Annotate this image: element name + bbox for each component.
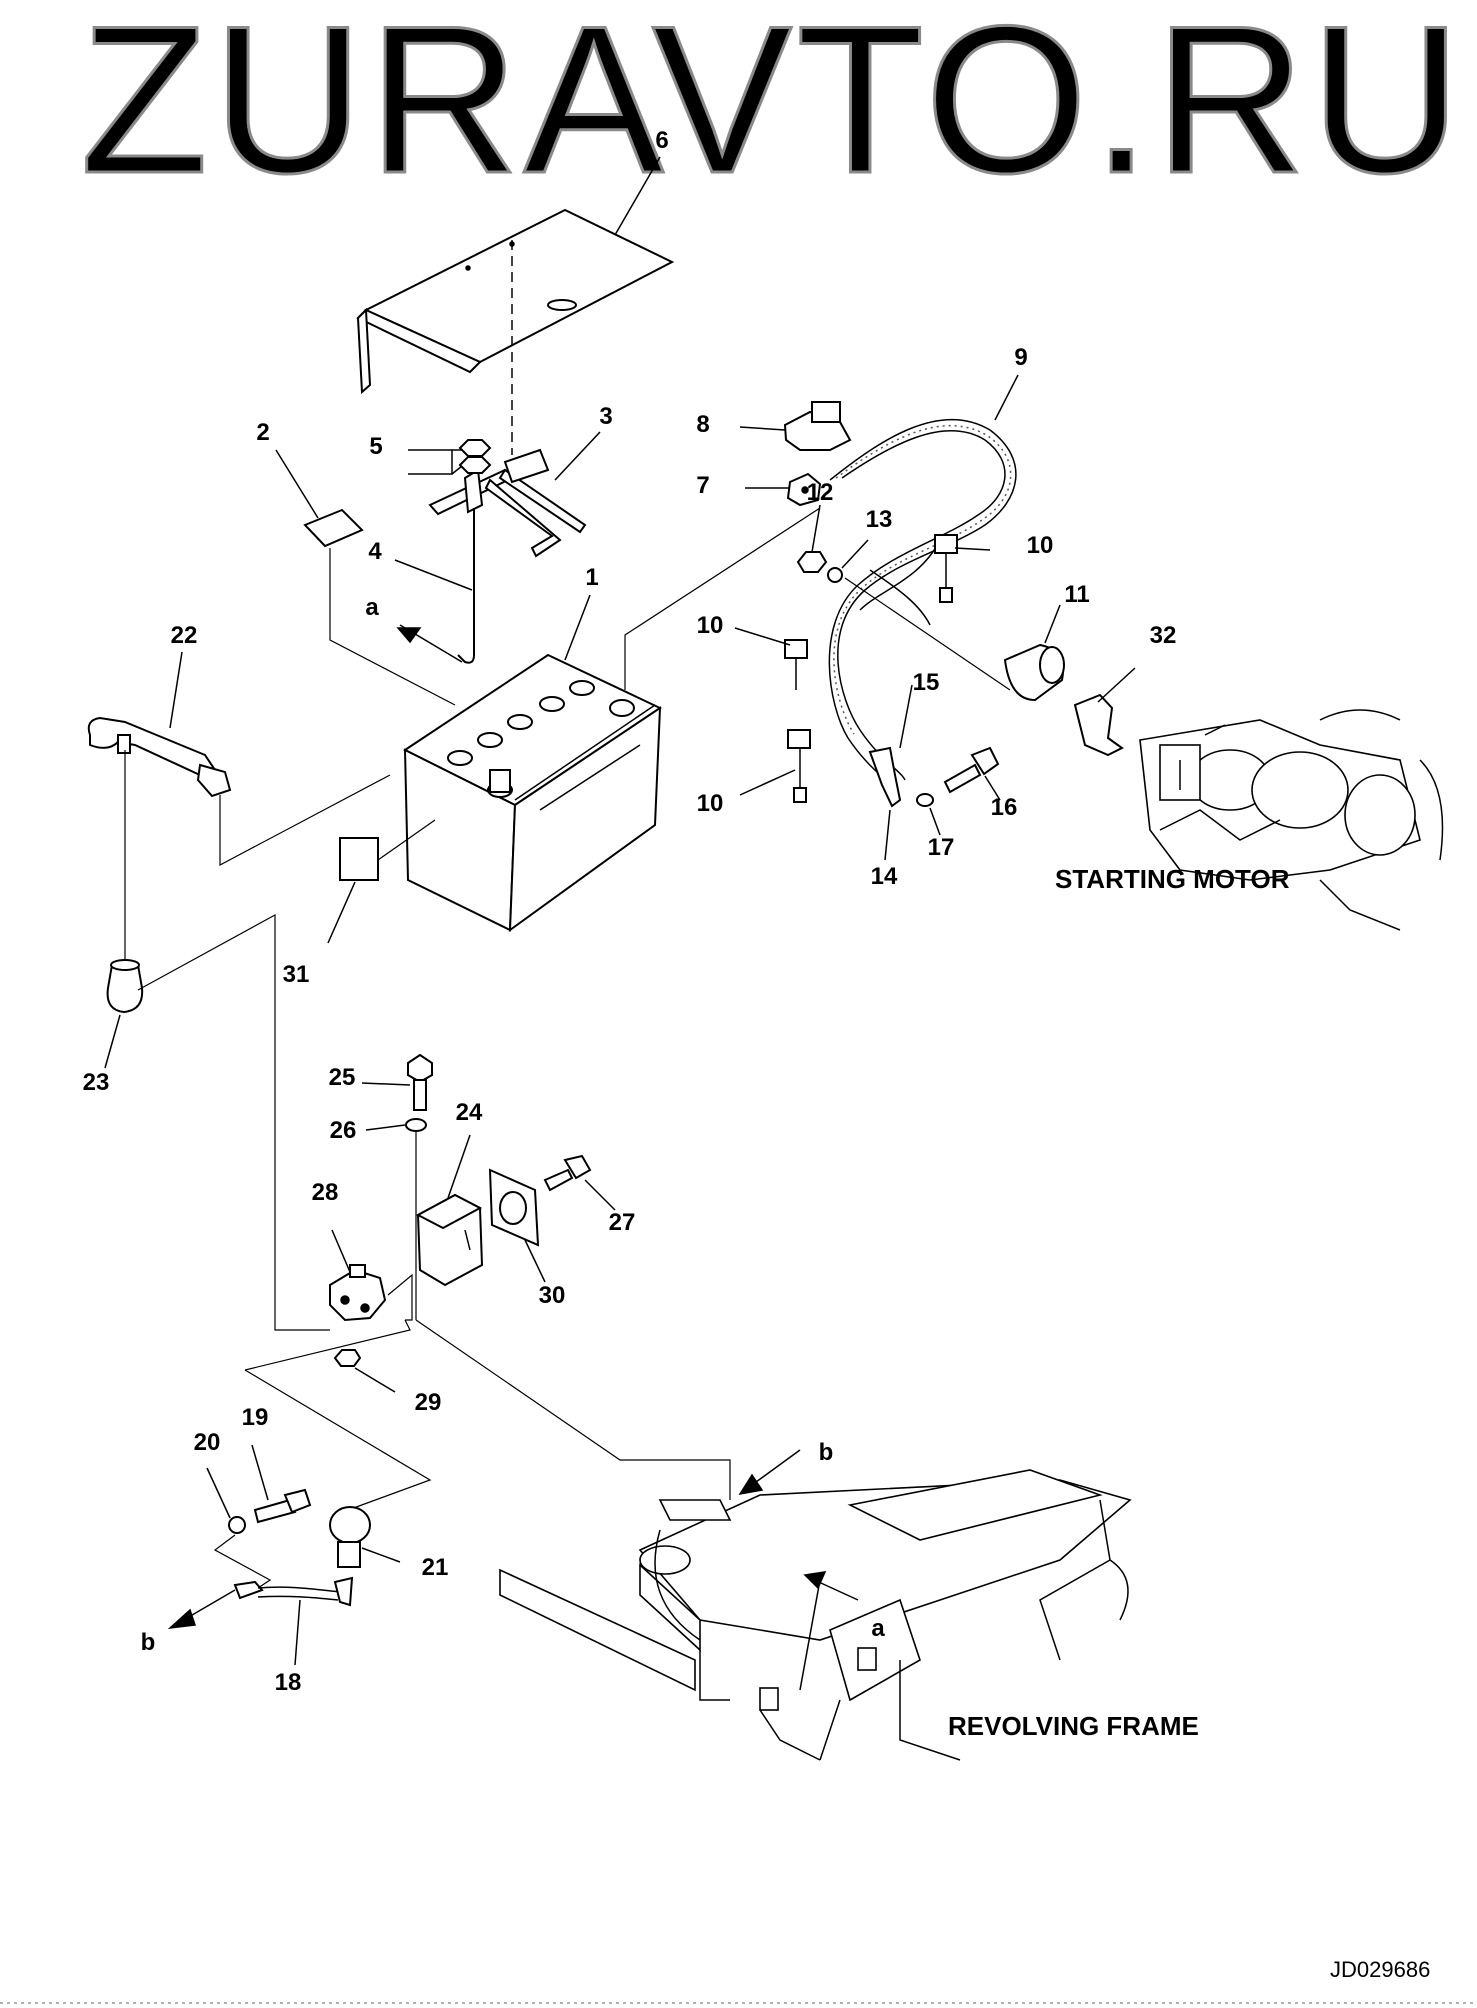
terminal-boot-23 <box>106 959 144 1014</box>
callout-15: 15 <box>913 669 940 696</box>
callout-9: 9 <box>1014 344 1027 371</box>
positive-terminal-clamp <box>786 472 822 507</box>
callout-17: 17 <box>928 834 955 861</box>
battery-cover <box>356 208 675 395</box>
starter-bracket <box>1073 693 1124 757</box>
clamp-middle <box>784 639 808 690</box>
drawing-code: JD029686 <box>1330 1957 1430 1982</box>
starting-motor <box>1139 709 1444 931</box>
ground-cable <box>233 1576 354 1607</box>
revolving-frame <box>499 1469 1132 1761</box>
callout-10c: 10 <box>697 790 724 817</box>
clamp-lower <box>787 729 811 803</box>
callout-31: 31 <box>283 961 310 988</box>
callout-10b: 10 <box>697 612 724 639</box>
watermark: ZURAVTO.RU <box>80 0 1466 217</box>
callout-5: 5 <box>369 433 382 460</box>
j-bolt <box>457 508 475 664</box>
washer-26 <box>405 1118 427 1132</box>
bolt-25 <box>407 1053 433 1111</box>
callout-22: 22 <box>171 622 198 649</box>
callout-12: 12 <box>807 479 834 506</box>
callout-7: 7 <box>696 472 709 499</box>
nut-12 <box>796 551 828 573</box>
callout-25: 25 <box>329 1064 356 1091</box>
washer-20 <box>228 1516 246 1534</box>
relay-bracket <box>415 1193 484 1287</box>
ref-a-top: a <box>365 594 379 621</box>
callout-28: 28 <box>312 1179 339 1206</box>
ref-b-cable: b <box>141 1629 156 1656</box>
callout-26: 26 <box>330 1117 357 1144</box>
ref-a-frame: a <box>871 1615 885 1642</box>
washer-13 <box>827 567 843 583</box>
negative-cable <box>87 716 232 798</box>
terminal-boot-11 <box>1003 643 1065 702</box>
side-label <box>339 837 379 881</box>
callout-18: 18 <box>275 1669 302 1696</box>
washer-17 <box>916 793 934 807</box>
clamp-top <box>934 534 958 603</box>
terminal-14 <box>868 746 902 808</box>
callout-10a: 10 <box>1027 532 1054 559</box>
bolt-27 <box>543 1154 592 1192</box>
caption-starting-motor: STARTING MOTOR <box>1055 864 1290 894</box>
callout-20: 20 <box>194 1429 221 1456</box>
nut-29 <box>333 1349 362 1367</box>
callout-8: 8 <box>696 411 709 438</box>
gasket-30 <box>488 1168 540 1247</box>
terminal-cap <box>783 401 852 451</box>
callout-11: 11 <box>1064 581 1089 608</box>
callout-19: 19 <box>242 1404 269 1431</box>
callout-6: 6 <box>655 127 668 154</box>
caption-revolving-frame: REVOLVING FRAME <box>948 1711 1199 1741</box>
callout-21: 21 <box>422 1554 449 1581</box>
callout-30: 30 <box>539 1282 566 1309</box>
battery-relay <box>329 1264 387 1322</box>
callout-16: 16 <box>991 794 1018 821</box>
callout-24: 24 <box>456 1099 483 1126</box>
callout-29: 29 <box>415 1389 442 1416</box>
callout-23: 23 <box>83 1069 110 1096</box>
battery <box>403 653 663 933</box>
callout-2: 2 <box>256 419 269 446</box>
battery-bracket <box>428 448 587 558</box>
callout-13: 13 <box>866 506 893 533</box>
positive-cable <box>828 418 1017 791</box>
callout-14: 14 <box>871 863 898 890</box>
bolt-19 <box>253 1488 312 1524</box>
callout-27: 27 <box>609 1209 636 1236</box>
callout-1: 1 <box>585 564 598 591</box>
ref-b-frame: b <box>819 1439 834 1466</box>
callout-32: 32 <box>1150 622 1177 649</box>
callout-3: 3 <box>599 403 612 430</box>
bolt-16 <box>943 746 1000 794</box>
terminal-boot-21 <box>329 1506 371 1568</box>
callout-4: 4 <box>368 538 382 565</box>
battery-label <box>303 508 364 548</box>
nuts <box>458 439 492 474</box>
